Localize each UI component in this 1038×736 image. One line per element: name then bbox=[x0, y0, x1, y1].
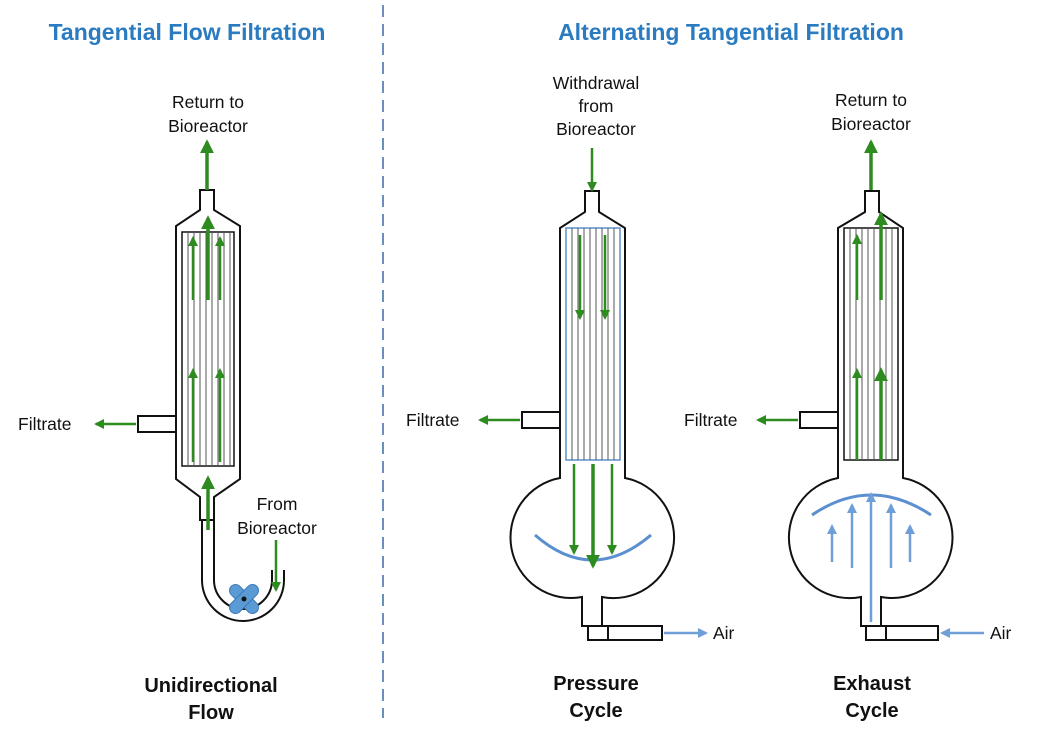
pressure-caption: Cycle bbox=[569, 700, 622, 722]
pressure-air-label: Air bbox=[713, 623, 735, 643]
pressure-filtrate-label: Filtrate bbox=[406, 410, 459, 430]
exhaust-caption: Cycle bbox=[845, 700, 898, 722]
impeller-pump-icon bbox=[229, 584, 259, 614]
pressure-fibers bbox=[571, 228, 615, 460]
tff-filtrate-port bbox=[137, 415, 177, 433]
exhaust-filtrate-port bbox=[799, 411, 839, 429]
tff-return-label: Bioreactor bbox=[168, 116, 248, 136]
exhaust-air-line bbox=[885, 625, 939, 641]
exhaust-filtrate-label: Filtrate bbox=[684, 410, 737, 430]
pressure-air-line bbox=[607, 625, 663, 641]
atf-title: Alternating Tangential Filtration bbox=[558, 19, 904, 45]
tff-unit: Return to Bioreactor Filtrate From Biore… bbox=[18, 92, 317, 724]
pressure-withdrawal-label: Withdrawal bbox=[553, 73, 640, 93]
pressure-cycle-unit: Withdrawal from Bioreactor Filtrate Air … bbox=[406, 73, 735, 722]
exhaust-fiber-bundle bbox=[843, 227, 899, 461]
tff-loop-outer bbox=[201, 517, 285, 622]
pressure-air-valve bbox=[587, 625, 609, 641]
tff-filtrate-label: Filtrate bbox=[18, 414, 71, 434]
exhaust-air-valve bbox=[865, 625, 887, 641]
tff-from-label: Bioreactor bbox=[237, 518, 317, 538]
pressure-filtrate-port bbox=[521, 411, 561, 429]
pressure-withdrawal-label: from bbox=[579, 96, 614, 116]
exhaust-cycle-unit: Return to Bioreactor Filtrate Air Exhaus… bbox=[684, 90, 1012, 722]
pressure-withdrawal-label: Bioreactor bbox=[556, 119, 636, 139]
exhaust-return-label: Bioreactor bbox=[831, 114, 911, 134]
pressure-caption: Pressure bbox=[553, 673, 639, 695]
exhaust-caption: Exhaust bbox=[833, 673, 911, 695]
tff-caption: Flow bbox=[188, 702, 234, 724]
tff-caption: Unidirectional bbox=[144, 675, 277, 697]
pressure-fiber-bundle bbox=[565, 227, 621, 461]
exhaust-return-label: Return to bbox=[835, 90, 907, 110]
tff-title: Tangential Flow Filtration bbox=[49, 19, 326, 45]
tff-from-label: From bbox=[257, 494, 298, 514]
exhaust-air-label: Air bbox=[990, 623, 1012, 643]
tff-return-label: Return to bbox=[172, 92, 244, 112]
